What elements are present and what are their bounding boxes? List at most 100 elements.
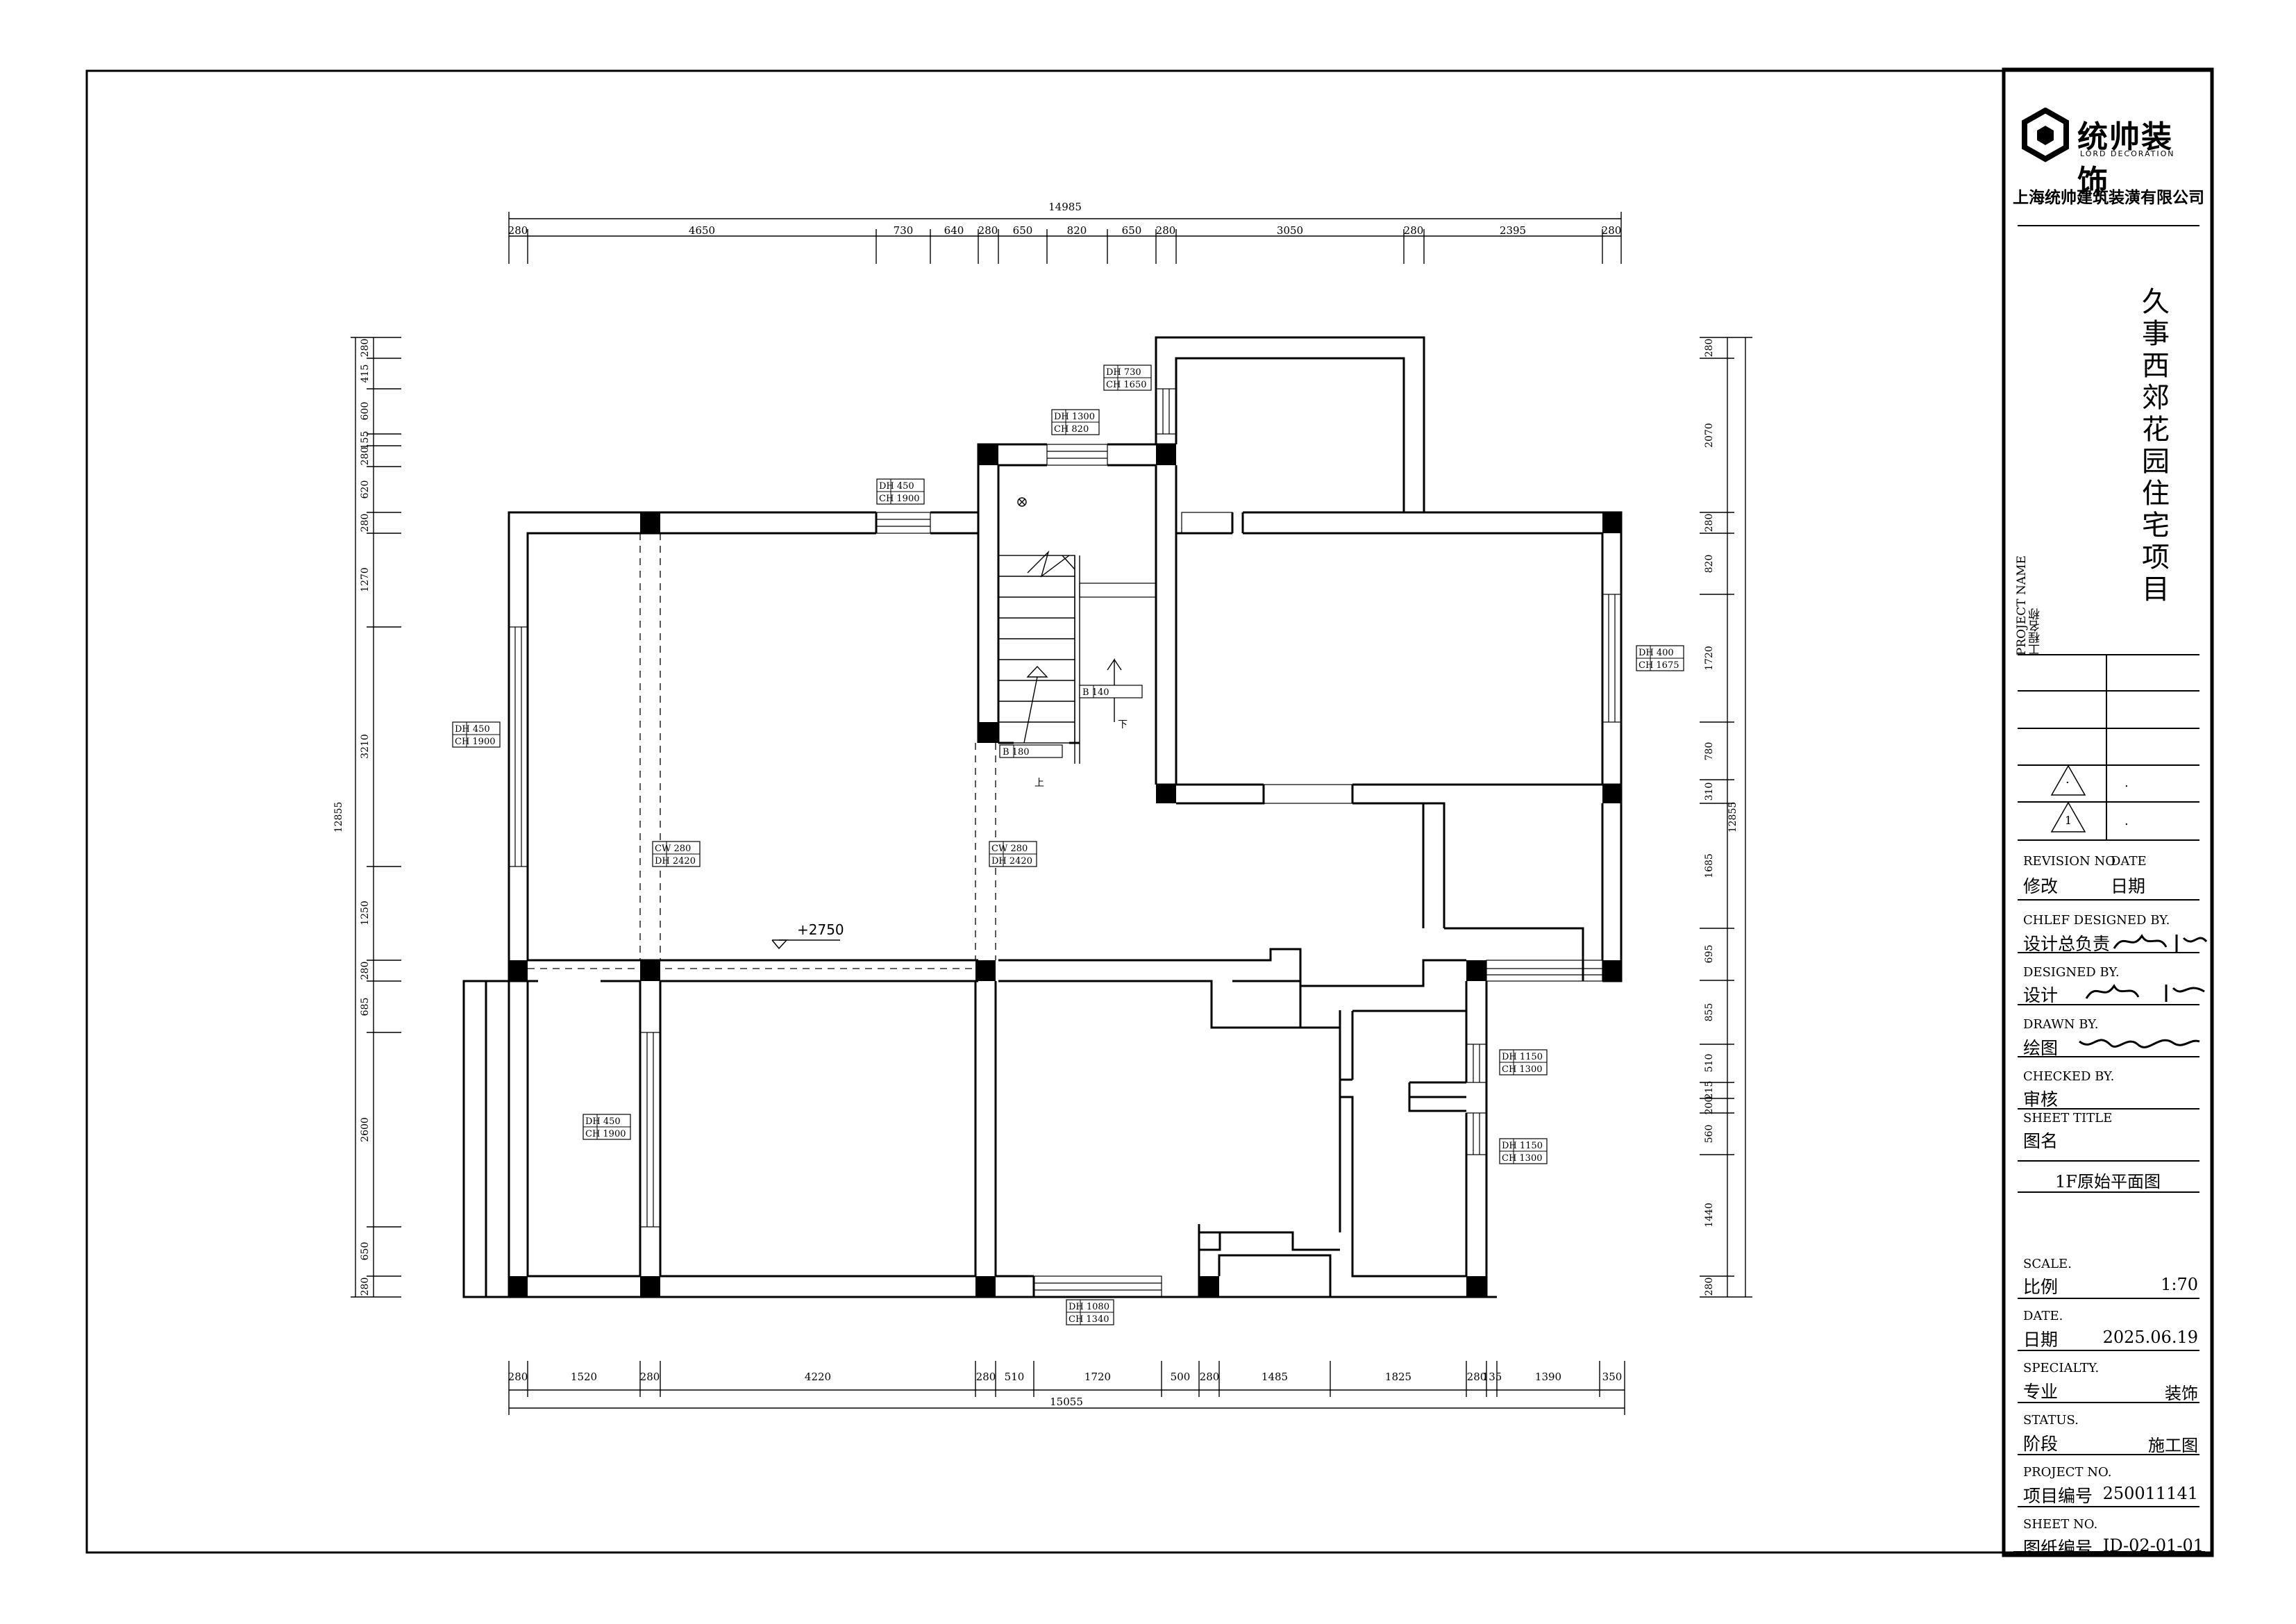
dim-top-1: 280 xyxy=(508,224,528,237)
tag-6-a: CW 280 xyxy=(991,844,1028,854)
dim-left-11: 280 xyxy=(360,962,371,980)
dim-bottom-5: 280 xyxy=(976,1371,996,1383)
tag-5-b: DH 2420 xyxy=(655,856,696,867)
dim-bottom-8: 500 xyxy=(1171,1371,1191,1383)
revision-triangle-b: 1 xyxy=(2065,814,2072,827)
checked-by-cn: 审核 xyxy=(2023,1089,2059,1110)
project-name: 久事西郊花园住宅项目 xyxy=(2137,287,2169,606)
dim-left-4: 155 xyxy=(360,431,371,450)
dim-top-6: 650 xyxy=(1013,224,1033,237)
logo-brand-name: 统帅装饰 xyxy=(2077,119,2173,199)
dim-right-5: 1720 xyxy=(1704,646,1715,671)
dim-bottom-12: 280 xyxy=(1467,1371,1487,1383)
tag-9-b: CH 1300 xyxy=(1502,1153,1543,1164)
dim-left-8: 1270 xyxy=(360,567,371,592)
dim-right-15: 1440 xyxy=(1704,1203,1715,1228)
tag-0-a: DH 730 xyxy=(1106,367,1141,378)
dim-right-13: 200 xyxy=(1704,1096,1715,1115)
tag-1-a: DH 1300 xyxy=(1054,412,1095,422)
sheet-no-value: ID-02-01-01 xyxy=(2102,1536,2204,1555)
dim-right-6: 780 xyxy=(1704,742,1715,761)
tag-2: DH 450 CH 1900 xyxy=(876,478,925,505)
company-logo: 统帅装饰 LORD DECORATION xyxy=(2020,108,2194,199)
project-no-value: 250011141 xyxy=(2102,1484,2198,1503)
dim-top-8: 650 xyxy=(1122,224,1142,237)
dimension-top xyxy=(508,212,1622,264)
chief-designer-cn: 设计总负责 xyxy=(2023,934,2111,954)
dim-right-11: 510 xyxy=(1704,1054,1715,1073)
dim-right-7: 310 xyxy=(1704,782,1715,801)
dim-top-7: 820 xyxy=(1067,224,1087,237)
designed-by-cn: 设计 xyxy=(2023,985,2059,1005)
tag-3: DH 400 CH 1675 xyxy=(1636,645,1684,671)
windows xyxy=(508,388,1622,1298)
dim-right-10: 855 xyxy=(1704,1003,1715,1022)
tag-9-a: DH 1150 xyxy=(1502,1141,1543,1151)
project-label-en: PROJECT NAME xyxy=(2015,555,2029,656)
tag-10: DH 1080 CH 1340 xyxy=(1066,1299,1114,1325)
revision-label-en: REVISION NO xyxy=(2023,854,2115,869)
dim-right-16: 280 xyxy=(1704,1278,1715,1296)
checked-by-en: CHECKED BY. xyxy=(2023,1069,2115,1084)
dim-top-2: 4650 xyxy=(689,224,715,237)
project-name-label: PROJECT NAME 工程名称 xyxy=(2015,555,2043,655)
designed-by-en: DESIGNED BY. xyxy=(2023,965,2120,980)
dim-left-9: 3210 xyxy=(360,734,371,759)
dim-right-4: 820 xyxy=(1704,555,1715,574)
title-block: 统帅装饰 LORD DECORATION 上海统帅建筑装潢有限公司 久事西郊花园… xyxy=(2006,69,2209,1558)
dim-top-9: 280 xyxy=(1156,224,1176,237)
sheet-title-en: SHEET TITLE xyxy=(2023,1111,2113,1125)
tag-3-b: CH 1675 xyxy=(1639,660,1679,671)
status-en: STATUS. xyxy=(2023,1413,2079,1428)
dim-right-1: 280 xyxy=(1704,339,1715,358)
drafter-signature-icon xyxy=(2079,1039,2200,1048)
dim-right-9: 695 xyxy=(1704,945,1715,964)
dim-top-total: 14985 xyxy=(1048,201,1082,213)
company-full-name: 上海统帅建筑装潢有限公司 xyxy=(2013,189,2204,207)
dim-top-11: 280 xyxy=(1404,224,1424,237)
dimension-right xyxy=(1700,337,1752,1298)
dim-bottom-14: 1390 xyxy=(1535,1371,1561,1383)
beam-tag-1: B 180 xyxy=(999,744,1063,758)
dim-bottom-4: 4220 xyxy=(805,1371,831,1383)
logo-hexagon-icon xyxy=(2022,108,2069,162)
dim-left-15: 280 xyxy=(360,1278,371,1296)
scale-en: SCALE. xyxy=(2023,1257,2072,1271)
tag-10-a: DH 1080 xyxy=(1069,1302,1109,1312)
project-no-cn: 项目编号 xyxy=(2023,1486,2093,1506)
project-name-box: 久事西郊花园住宅项目 xyxy=(2104,287,2208,648)
dimension-left xyxy=(351,337,401,1298)
dim-right-8: 1685 xyxy=(1704,853,1715,878)
dim-right-12: 215 xyxy=(1704,1081,1715,1100)
dim-top-4: 640 xyxy=(944,224,964,237)
dim-top-3: 730 xyxy=(894,224,914,237)
revision-date-b: . xyxy=(2125,814,2129,828)
tag-2-b: CH 1900 xyxy=(879,494,920,504)
level-label: +2750 xyxy=(797,921,844,938)
dim-left-1: 280 xyxy=(360,339,371,358)
project-no-en: PROJECT NO. xyxy=(2023,1465,2112,1480)
dim-top-12: 2395 xyxy=(1500,224,1526,237)
sheet-title-cn: 图名 xyxy=(2023,1131,2059,1151)
dim-left-13: 2600 xyxy=(360,1117,371,1142)
revision-date-cn: 日期 xyxy=(2111,876,2146,896)
beam-tag-0-text: B 140 xyxy=(1082,687,1109,698)
dim-left-12: 685 xyxy=(360,998,371,1016)
beam-tag-1-text: B 180 xyxy=(1003,747,1030,757)
scale-value: 1:70 xyxy=(2161,1275,2198,1294)
dim-left-3: 600 xyxy=(360,402,371,421)
stair xyxy=(998,497,1122,764)
revision-date-a: . xyxy=(2125,776,2129,790)
scale-cn: 比例 xyxy=(2023,1277,2059,1297)
project-label-cn: 工程名称 xyxy=(2029,608,2043,656)
dim-bottom-1: 280 xyxy=(508,1371,528,1383)
tag-1-b: CH 820 xyxy=(1054,424,1089,435)
dim-left-14: 650 xyxy=(360,1242,371,1261)
drawn-by-en: DRAWN BY. xyxy=(2023,1017,2099,1032)
status-cn: 阶段 xyxy=(2023,1434,2059,1454)
chief-designer-en: CHLEF DESIGNED BY. xyxy=(2023,913,2170,928)
dim-top-13: 280 xyxy=(1602,224,1622,237)
dim-bottom-6: 510 xyxy=(1005,1371,1025,1383)
dim-right-3: 280 xyxy=(1704,514,1715,533)
chief-designer-signature-icon xyxy=(2113,934,2208,952)
